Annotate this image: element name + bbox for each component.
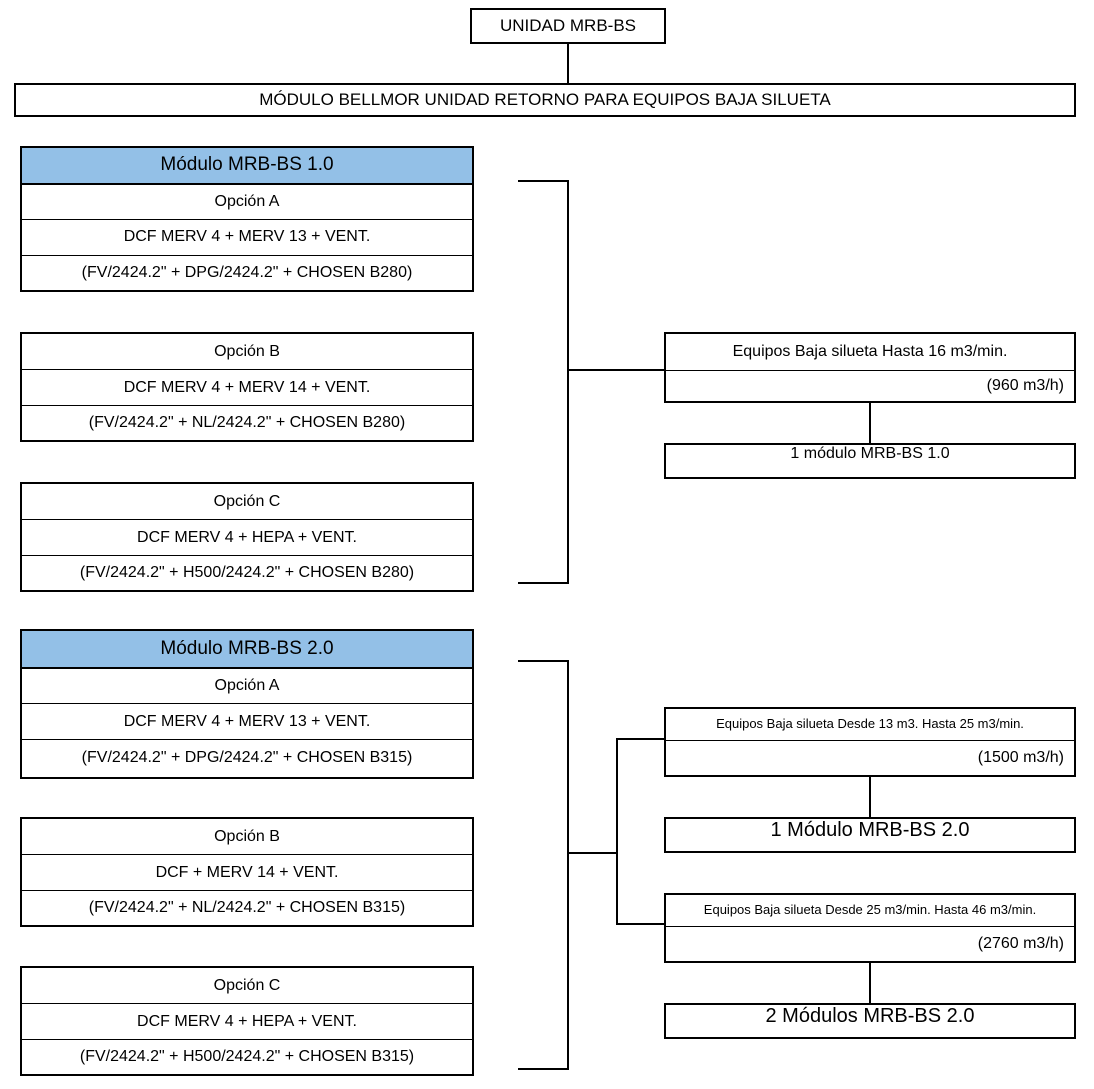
group-2-bracket-spine — [567, 660, 569, 1070]
group-1-option-a-box: Módulo MRB-BS 1.0 Opción A DCF MERV 4 + … — [20, 146, 474, 292]
group-2-bracket-output — [567, 852, 618, 854]
group-2-option-b-spec: DCF + MERV 14 + VENT. — [22, 854, 472, 889]
group-2-split-top-stub — [616, 738, 666, 740]
group-2-option-c-parts: (FV/2424.2" + H500/2424.2" + CHOSEN B315… — [22, 1038, 472, 1074]
group-2-result-1-capacity-label: Equipos Baja silueta Desde 13 m3. Hasta … — [716, 716, 1024, 732]
group-1-option-b-box: Opción B DCF MERV 4 + MERV 14 + VENT. (F… — [20, 332, 474, 442]
group-2-option-a-parts: (FV/2424.2" + DPG/2424.2" + CHOSEN B315) — [22, 739, 472, 775]
group-1-option-a-parts: (FV/2424.2" + DPG/2424.2" + CHOSEN B280) — [22, 254, 472, 291]
group-1-result-flow-label: (960 m3/h) — [666, 369, 1074, 401]
group-1-option-c-name: Opción C — [213, 492, 281, 510]
group-2-option-b-parts: (FV/2424.2" + NL/2424.2" + CHOSEN B315) — [22, 889, 472, 925]
group-1-result-connector — [869, 403, 871, 443]
group-2-split-spine-lower — [616, 852, 618, 925]
group-2-result-2-connector — [869, 963, 871, 1003]
group-2-bracket-top-stub — [518, 660, 569, 662]
group-2-result-2-capacity-label: Equipos Baja silueta Desde 25 m3/min. Ha… — [703, 902, 1037, 918]
group-2-result-1-flow-label: (1500 m3/h) — [666, 740, 1074, 775]
group-2-option-a-box: Módulo MRB-BS 2.0 Opción A DCF MERV 4 + … — [20, 629, 474, 779]
root-title-label: UNIDAD MRB-BS — [499, 15, 636, 35]
subtitle-label: MÓDULO BELLMOR UNIDAD RETORNO PARA EQUIP… — [259, 89, 831, 109]
group-1-option-b-name: Opción B — [214, 342, 280, 360]
group-2-split-spine — [616, 738, 618, 856]
group-2-result-2-capacity-box: Equipos Baja silueta Desde 25 m3/min. Ha… — [664, 893, 1076, 963]
group-1-bracket-output — [567, 369, 666, 371]
group-1-result-capacity-label: Equipos Baja silueta Hasta 16 m3/min. — [732, 343, 1008, 361]
group-2-header-label: Módulo MRB-BS 2.0 — [22, 631, 472, 667]
group-2-result-2-modules-label: 2 Módulos MRB-BS 2.0 — [765, 1005, 975, 1027]
group-2-result-2-modules-box: 2 Módulos MRB-BS 2.0 — [664, 1003, 1076, 1039]
group-1-header-label: Módulo MRB-BS 1.0 — [22, 148, 472, 184]
root-title-box: UNIDAD MRB-BS — [470, 8, 666, 44]
group-2-result-1-modules-box: 1 Módulo MRB-BS 2.0 — [664, 817, 1076, 853]
group-1-bracket-top-stub — [518, 180, 569, 182]
group-1-option-b-spec: DCF MERV 4 + MERV 14 + VENT. — [22, 369, 472, 404]
group-2-result-1-connector — [869, 777, 871, 817]
subtitle-box: MÓDULO BELLMOR UNIDAD RETORNO PARA EQUIP… — [14, 83, 1076, 117]
group-1-bracket-bottom-stub — [518, 582, 569, 584]
group-1-option-a-name: Opción A — [22, 183, 472, 219]
group-1-option-c-box: Opción C DCF MERV 4 + HEPA + VENT. (FV/2… — [20, 482, 474, 592]
group-1-option-c-spec: DCF MERV 4 + HEPA + VENT. — [22, 519, 472, 554]
group-1-result-modules-box: 1 módulo MRB-BS 1.0 — [664, 443, 1076, 479]
group-1-result-modules-label: 1 módulo MRB-BS 1.0 — [790, 445, 950, 462]
group-2-option-c-name: Opción C — [213, 976, 281, 994]
group-2-option-a-spec: DCF MERV 4 + MERV 13 + VENT. — [22, 703, 472, 739]
group-1-bracket-spine — [567, 180, 569, 584]
group-2-result-1-capacity-box: Equipos Baja silueta Desde 13 m3. Hasta … — [664, 707, 1076, 777]
group-2-option-a-name: Opción A — [22, 667, 472, 703]
group-2-result-2-flow-label: (2760 m3/h) — [666, 926, 1074, 961]
group-1-option-a-spec: DCF MERV 4 + MERV 13 + VENT. — [22, 219, 472, 255]
group-2-bracket-bottom-stub — [518, 1068, 569, 1070]
group-2-split-bottom-stub — [616, 923, 666, 925]
group-1-option-b-parts: (FV/2424.2" + NL/2424.2" + CHOSEN B280) — [22, 404, 472, 440]
group-2-option-c-box: Opción C DCF MERV 4 + HEPA + VENT. (FV/2… — [20, 966, 474, 1076]
connector-root-to-subtitle — [567, 44, 569, 83]
group-1-result-capacity-box: Equipos Baja silueta Hasta 16 m3/min. (9… — [664, 332, 1076, 403]
group-1-option-c-parts: (FV/2424.2" + H500/2424.2" + CHOSEN B280… — [22, 554, 472, 590]
group-2-option-c-spec: DCF MERV 4 + HEPA + VENT. — [22, 1003, 472, 1038]
group-2-result-1-modules-label: 1 Módulo MRB-BS 2.0 — [770, 819, 970, 841]
group-2-option-b-name: Opción B — [214, 827, 280, 845]
group-2-option-b-box: Opción B DCF + MERV 14 + VENT. (FV/2424.… — [20, 817, 474, 927]
